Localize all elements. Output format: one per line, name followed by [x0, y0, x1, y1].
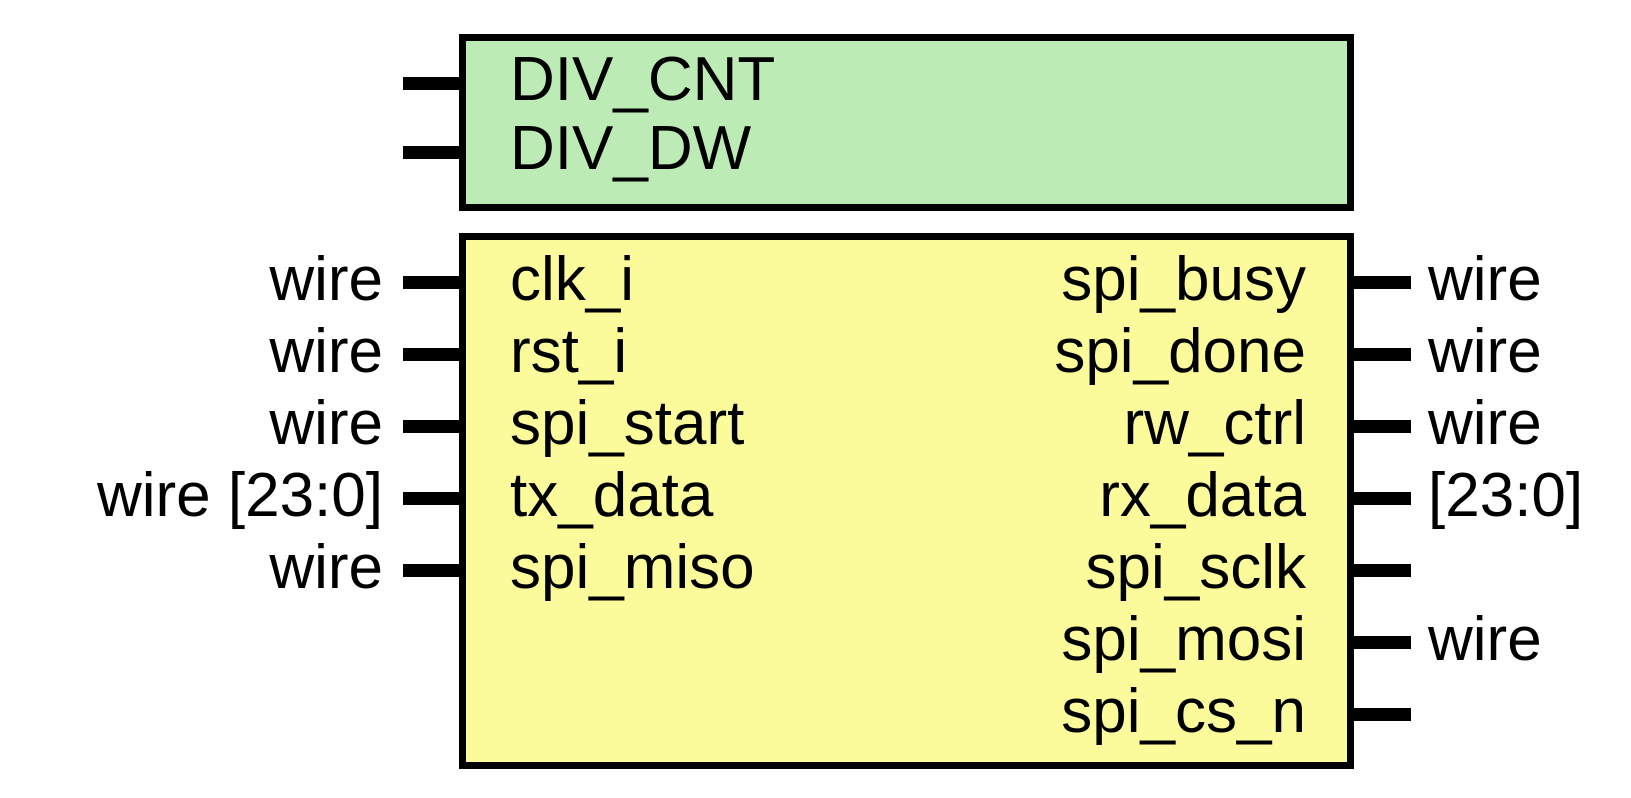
- input-type-clk-i: wire: [269, 245, 383, 314]
- input-port-clk-i: clk_i: [510, 245, 635, 314]
- parameter-div-dw: DIV_DW: [510, 114, 752, 183]
- output-port-spi-sclk: spi_sclk: [1085, 533, 1306, 602]
- input-type-spi-start: wire: [269, 389, 383, 458]
- output-type-rw-ctrl: wire: [1428, 389, 1542, 458]
- output-port-spi-mosi: spi_mosi: [1061, 605, 1306, 674]
- parameter-stub-div-cnt: [403, 77, 459, 90]
- input-port-tx-data: tx_data: [510, 461, 714, 530]
- output-port-spi-done: spi_done: [1054, 317, 1306, 386]
- input-stub-rst-i: [403, 348, 459, 361]
- module-port-block: [459, 233, 1354, 769]
- output-port-rx-data: rx_data: [1099, 461, 1306, 530]
- input-stub-clk-i: [403, 276, 459, 289]
- output-type-rx-data: [23:0]: [1428, 461, 1584, 530]
- output-type-spi-done: wire: [1428, 317, 1542, 386]
- output-stub-rx-data: [1354, 492, 1411, 505]
- parameter-block: [459, 34, 1354, 211]
- input-type-spi-miso: wire: [269, 533, 383, 602]
- input-stub-spi-miso: [403, 564, 459, 577]
- output-stub-spi-cs-n: [1354, 708, 1411, 721]
- input-stub-tx-data: [403, 492, 459, 505]
- input-type-tx-data: wire [23:0]: [96, 461, 383, 530]
- output-stub-spi-sclk: [1354, 564, 1411, 577]
- input-port-spi-miso: spi_miso: [510, 533, 755, 602]
- input-port-spi-start: spi_start: [510, 389, 745, 458]
- output-stub-rw-ctrl: [1354, 420, 1411, 433]
- parameter-div-cnt: DIV_CNT: [510, 45, 776, 114]
- output-stub-spi-done: [1354, 348, 1411, 361]
- output-type-spi-busy: wire: [1428, 245, 1542, 314]
- input-stub-spi-start: [403, 420, 459, 433]
- input-type-rst-i: wire: [269, 317, 383, 386]
- output-port-spi-busy: spi_busy: [1061, 245, 1306, 314]
- output-port-rw-ctrl: rw_ctrl: [1123, 389, 1306, 458]
- input-port-rst-i: rst_i: [510, 317, 628, 386]
- output-stub-spi-mosi: [1354, 636, 1411, 649]
- output-stub-spi-busy: [1354, 276, 1411, 289]
- parameter-stub-div-dw: [403, 146, 459, 159]
- output-port-spi-cs-n: spi_cs_n: [1061, 677, 1306, 746]
- output-type-spi-mosi: wire: [1428, 605, 1542, 674]
